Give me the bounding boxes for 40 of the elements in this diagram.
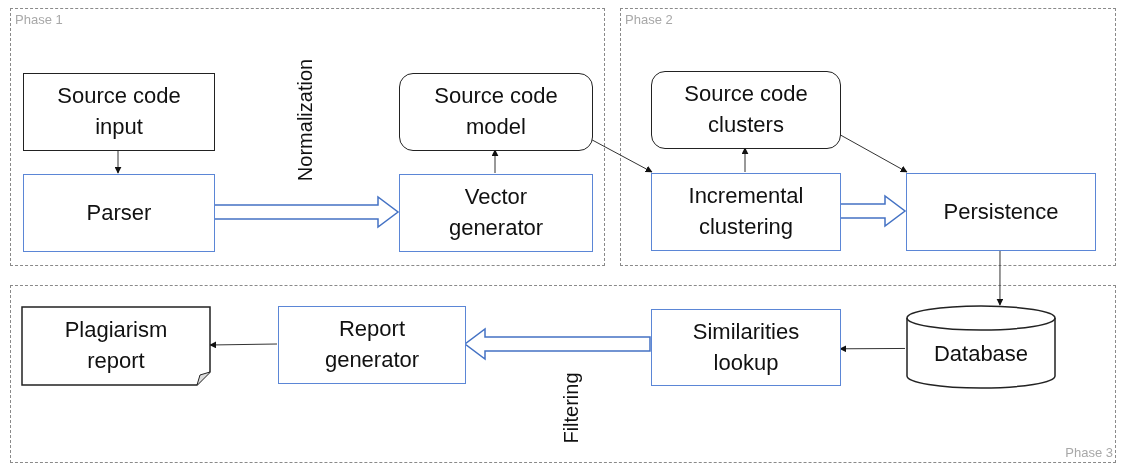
hollow-arrow (213, 195, 400, 229)
phase-group (10, 8, 605, 266)
phase-title: Phase 1 (15, 13, 63, 26)
arrow (839, 134, 908, 173)
process-box (278, 306, 466, 384)
arrow (996, 249, 1004, 306)
node-label: Vector generator (447, 183, 545, 242)
node-label: Source code input (56, 82, 182, 141)
process-box (23, 174, 215, 252)
phase-title: Phase 3 (1065, 446, 1113, 459)
node-label: Database (932, 339, 1030, 368)
data-box (651, 71, 841, 149)
arrow (591, 139, 653, 173)
node-label: Source code clusters (683, 80, 809, 139)
process-box (906, 173, 1096, 251)
process-box (399, 174, 593, 252)
phase-group (10, 285, 1116, 463)
input-box (23, 73, 215, 151)
process-box (651, 173, 841, 251)
arrow (839, 345, 906, 353)
process-box (651, 309, 841, 386)
node-label: Plagiarism report (63, 316, 169, 375)
arrow (114, 149, 122, 174)
database-cylinder (906, 306, 1056, 388)
edge-label: Normalization (293, 58, 317, 182)
data-box (399, 73, 593, 151)
hollow-arrow (839, 194, 907, 228)
node-label: Persistence (942, 197, 1060, 226)
node-label: Source code model (433, 82, 559, 141)
phase-group (620, 8, 1116, 266)
node-label: Report generator (323, 315, 421, 374)
hollow-arrow (463, 327, 651, 361)
document-shape (21, 306, 211, 386)
arrow (491, 149, 499, 174)
arrow (741, 147, 749, 173)
node-label: Incremental clustering (687, 182, 805, 241)
edge-label: Filtering (559, 372, 583, 444)
node-label: Similarities lookup (691, 317, 801, 377)
node-label: Parser (85, 198, 153, 227)
phase-title: Phase 2 (625, 13, 673, 26)
